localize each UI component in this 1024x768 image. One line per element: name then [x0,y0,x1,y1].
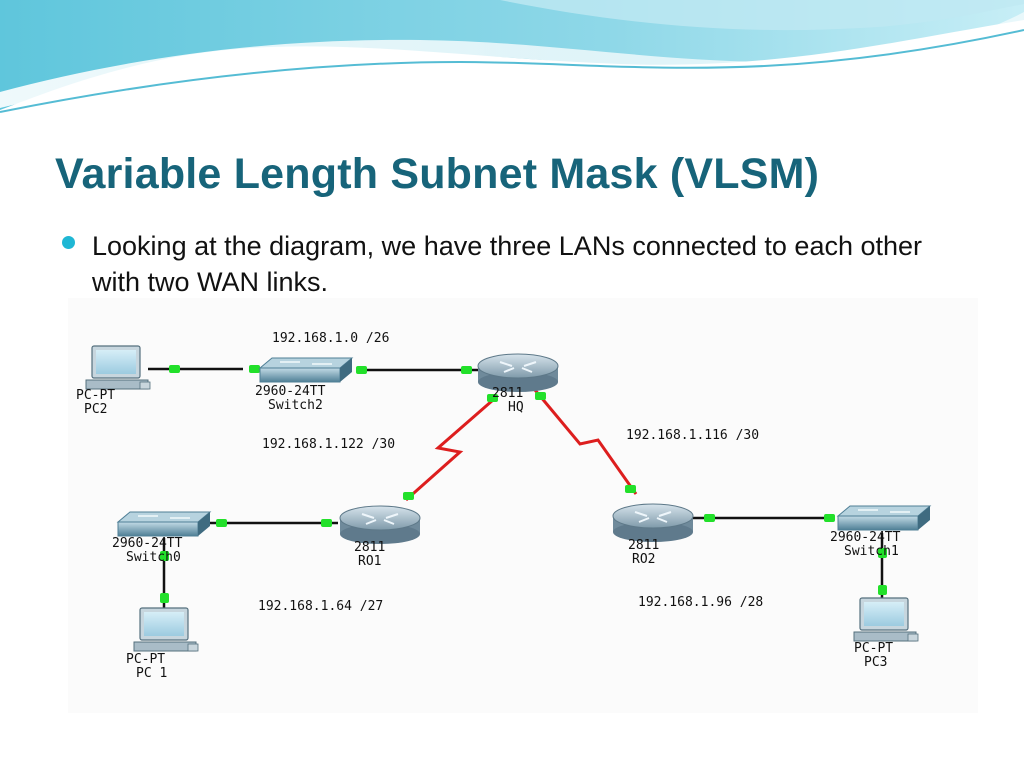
device-name-label: Switch0 [126,550,181,565]
network-label-wan-ro2: 192.168.1.116 /30 [626,428,759,443]
device-name-label: Switch2 [268,398,323,413]
device-switch2[interactable]: 2960-24TT Switch2 [255,357,353,413]
network-label-lan-hq: 192.168.1.0 /26 [272,331,389,346]
network-label-lan-ro2: 192.168.1.96 /28 [638,595,763,610]
port-lights [160,365,887,603]
network-label-lan-ro1: 192.168.1.64 /27 [258,599,383,614]
device-type-label: 2811 [628,538,659,553]
network-label-wan-ro1: 192.168.1.122 /30 [262,437,395,452]
bullet-text: Looking at the diagram, we have three LA… [92,231,923,297]
switch-icon [259,357,353,383]
device-type-label: PC-PT [854,641,893,656]
pc-icon [853,597,919,642]
device-name-label: PC2 [84,402,107,417]
network-topology-diagram: PC-PT PC2 2960-24TT Switch2 2811 HQ 2960… [76,331,931,681]
device-type-label: 2811 [354,540,385,555]
device-name-label: PC3 [864,655,887,670]
device-switch0[interactable]: 2960-24TT Switch0 [112,511,211,565]
device-name-label: RO2 [632,552,655,567]
switch-icon [837,505,931,531]
router-icon [339,505,421,545]
device-name-label: RO1 [358,554,381,569]
device-name-label: PC 1 [136,666,167,681]
pc-icon [85,345,151,390]
device-hq[interactable]: 2811 HQ [477,353,559,415]
device-type-label: PC-PT [126,652,165,667]
pc-icon [133,607,199,652]
wan-link-hq-ro2 [528,383,638,495]
device-type-label: 2960-24TT [112,536,183,551]
device-pc3[interactable]: PC-PT PC3 [853,597,919,670]
network-diagram-panel: PC-PT PC2 2960-24TT Switch2 2811 HQ 2960… [68,298,978,713]
router-icon [612,503,694,543]
device-pc1[interactable]: PC-PT PC 1 [126,607,199,681]
decorative-wave-banner [0,0,1024,113]
device-switch1[interactable]: 2960-24TT Switch1 [830,505,931,559]
bullet-marker-icon [62,236,75,249]
switch-icon [117,511,211,537]
device-ro2[interactable]: 2811 RO2 [612,503,694,567]
device-type-label: PC-PT [76,388,115,403]
device-ro1[interactable]: 2811 RO1 [339,505,421,569]
device-type-label: 2960-24TT [255,384,326,399]
device-name-label: Switch1 [844,544,899,559]
device-pc2[interactable]: PC-PT PC2 [76,345,151,417]
wan-link-hq-ro1 [405,398,494,502]
device-type-label: 2960-24TT [830,530,901,545]
slide-title: Variable Length Subnet Mask (VLSM) [55,150,820,198]
device-type-label: 2811 [492,386,523,401]
device-name-label: HQ [508,400,524,415]
